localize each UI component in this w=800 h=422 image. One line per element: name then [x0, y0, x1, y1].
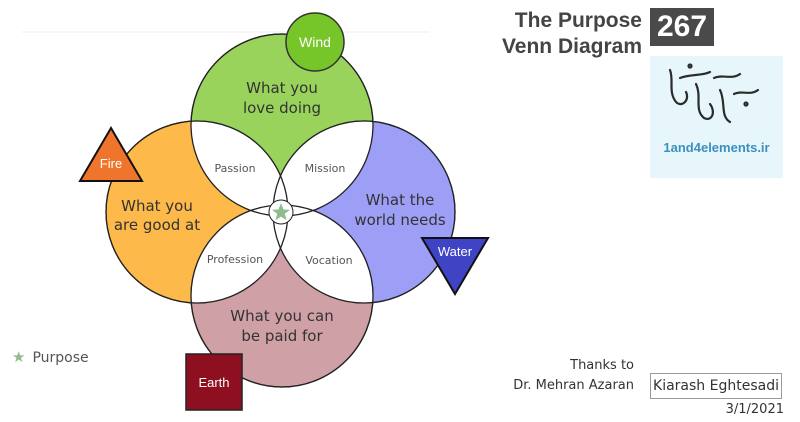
vocation-label: Vocation [305, 254, 352, 267]
paid-label-line2: be paid for [241, 327, 323, 345]
wind-label: Wind [299, 34, 331, 50]
good-label-line2: are good at [114, 216, 200, 234]
fire-element-icon [78, 126, 144, 182]
thanks-label: Thanks to [570, 358, 634, 373]
fire-label: Fire [100, 156, 122, 171]
star-icon: ★ [12, 348, 26, 366]
wind-element-icon [285, 12, 345, 72]
earth-element-icon [185, 353, 243, 411]
water-label: Water [438, 244, 473, 259]
earth-label: Earth [198, 375, 229, 390]
calligraphy-logo [668, 63, 760, 124]
title-line1: The Purpose [514, 9, 642, 32]
legend-label: Purpose [32, 350, 89, 366]
passion-label: Passion [214, 162, 255, 175]
legend: ★ Purpose [12, 348, 89, 366]
love-label-line2: love doing [243, 99, 321, 117]
paid-label-line1: What you can [230, 307, 333, 325]
title-line2: Venn Diagram [501, 35, 642, 58]
profession-label: Profession [207, 253, 263, 266]
logo-url: 1and4elements.ir [663, 140, 770, 155]
good-label-line1: What you [121, 197, 193, 215]
needs-label-line2: world needs [354, 211, 446, 229]
thanks-name: Dr. Mehran Azaran [513, 378, 634, 393]
mission-label: Mission [305, 162, 346, 175]
author-name: Kiarash Eghtesadi [650, 373, 782, 399]
number-badge: 267 [650, 8, 714, 46]
water-element-icon [420, 237, 490, 296]
love-label-line1: What you [246, 79, 318, 97]
needs-label-line1: What the [366, 191, 435, 209]
purpose-star-icon [272, 203, 290, 221]
date: 3/1/2021 [725, 402, 784, 417]
logo-panel: 1and4elements.ir [650, 56, 783, 178]
